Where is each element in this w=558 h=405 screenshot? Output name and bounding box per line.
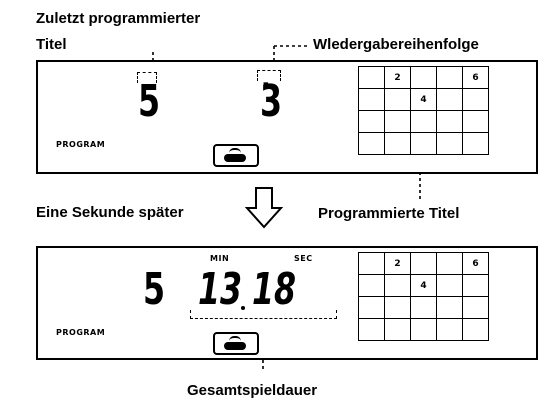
label-one-second-later: Eine Sekunde später [36,204,184,221]
grid-mark: 4 [410,274,437,297]
label-last-programmed: Zuletzt programmierter [36,10,201,27]
grid-mark: 6 [462,66,489,89]
time-bracket [190,310,337,319]
time-separator [241,306,245,310]
track-digit: 5 [138,76,161,127]
order-digit: 3 [260,76,283,127]
program-grid: 2 6 4 [358,252,489,341]
grid-mark: 4 [410,88,437,111]
down-arrow-icon [244,187,284,229]
display-panel-top: 5 ▬ 3 PROGRAM 2 6 4 [36,60,538,174]
grid-mark: 2 [384,252,411,275]
grid-mark: 2 [384,66,411,89]
track-digit: 5 [143,264,166,315]
order-bracket [257,70,281,81]
label-total-time: Gesamtspieldauer [187,382,318,399]
label-programmed-tracks: Programmierte Titel [318,205,460,222]
program-indicator: PROGRAM [56,328,106,337]
time-minutes: 13 [198,264,243,315]
grid-mark: 6 [462,252,489,275]
label-playback-order: Wledergabereihenfolge [313,36,479,53]
cassette-icon [213,144,259,167]
time-seconds: 18 [252,264,297,315]
sec-label: SEC [294,254,313,263]
track-bracket [137,72,157,83]
program-indicator: PROGRAM [56,140,106,149]
order-indicator: ▬ [263,80,270,87]
cassette-icon [213,332,259,355]
display-panel-bottom: 5 MIN SEC 13 18 PROGRAM 2 6 4 [36,246,538,360]
min-label: MIN [210,254,230,263]
program-grid: 2 6 4 [358,66,489,155]
label-last-programmed-title: Titel [36,36,67,53]
